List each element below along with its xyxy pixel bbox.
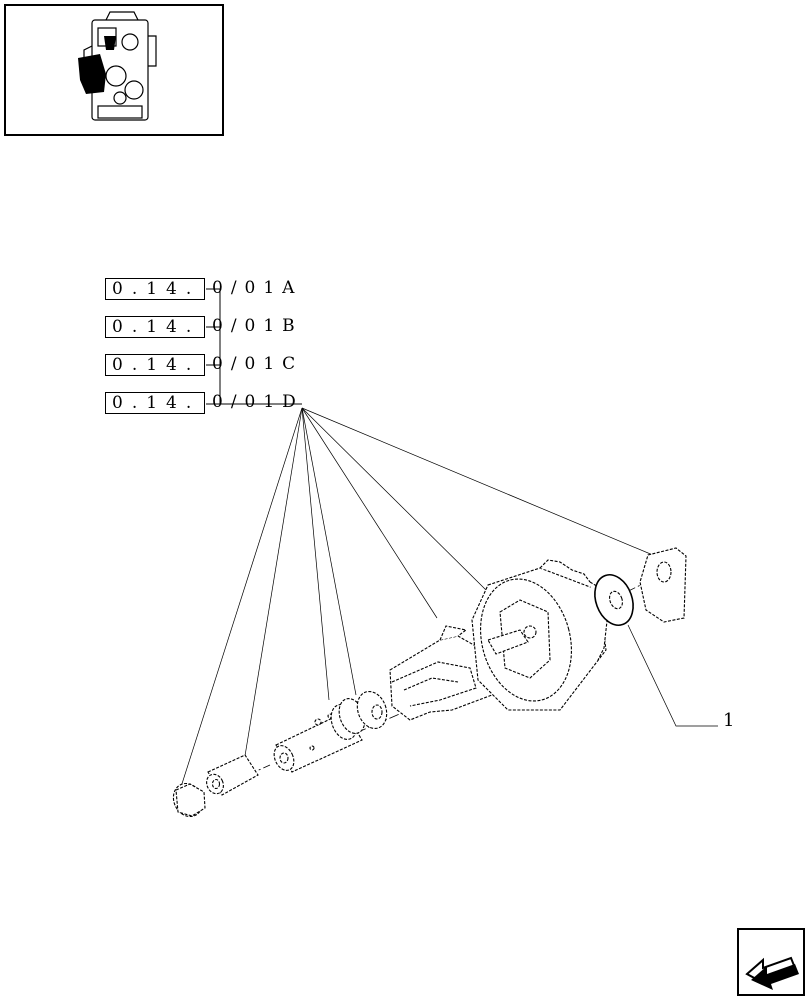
washer (356, 690, 388, 730)
reference-bracket (206, 288, 302, 405)
bushing (206, 754, 259, 796)
engine-thumbnail-icon (78, 11, 157, 121)
end-cap (172, 782, 206, 818)
reference-code-box[interactable]: 0.14. (105, 392, 205, 414)
reference-suffix: 0/01B (212, 316, 303, 336)
callout-label: 1 (723, 710, 735, 731)
pump-body (471, 559, 609, 711)
bracket-plate (639, 547, 687, 623)
reference-code-box[interactable]: 0.14. (105, 354, 205, 376)
reference-suffix: 0/01D (212, 392, 304, 412)
reference-code-box[interactable]: 0.14. (105, 278, 205, 300)
lever-fork (389, 625, 501, 721)
reference-code-box[interactable]: 0.14. (105, 316, 205, 338)
return-button[interactable] (737, 928, 805, 996)
engine-thumbnail (4, 4, 224, 136)
return-arrow-icon (745, 956, 799, 990)
reference-suffix: 0/01A (212, 278, 303, 298)
leader-lines (179, 407, 718, 791)
reference-suffix: 0/01C (212, 354, 304, 374)
